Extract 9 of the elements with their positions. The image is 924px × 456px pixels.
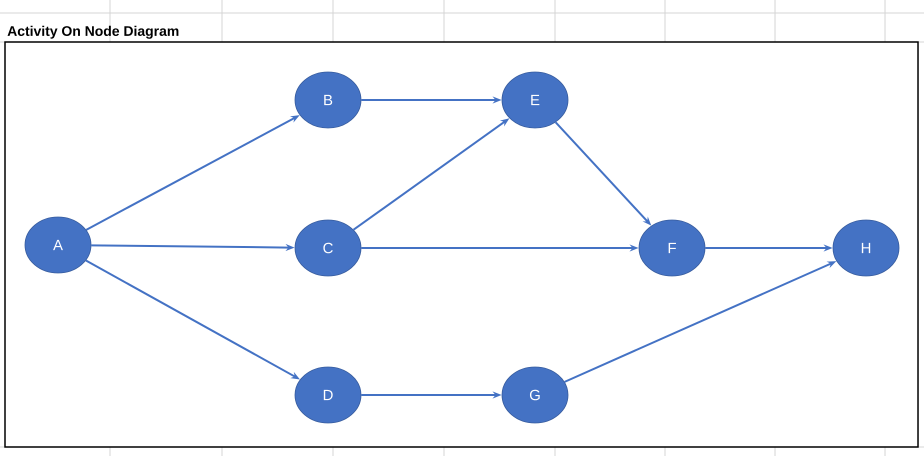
activity-node: H bbox=[832, 220, 900, 276]
activity-node: G bbox=[502, 366, 568, 424]
activity-node: E bbox=[502, 72, 568, 128]
activity-node: A bbox=[24, 216, 92, 274]
activity-node: C bbox=[294, 220, 362, 276]
activity-node: D bbox=[294, 366, 362, 424]
activity-node: B bbox=[294, 72, 362, 128]
activity-node: F bbox=[638, 220, 706, 276]
title: Activity On Node Diagram bbox=[8, 26, 178, 39]
